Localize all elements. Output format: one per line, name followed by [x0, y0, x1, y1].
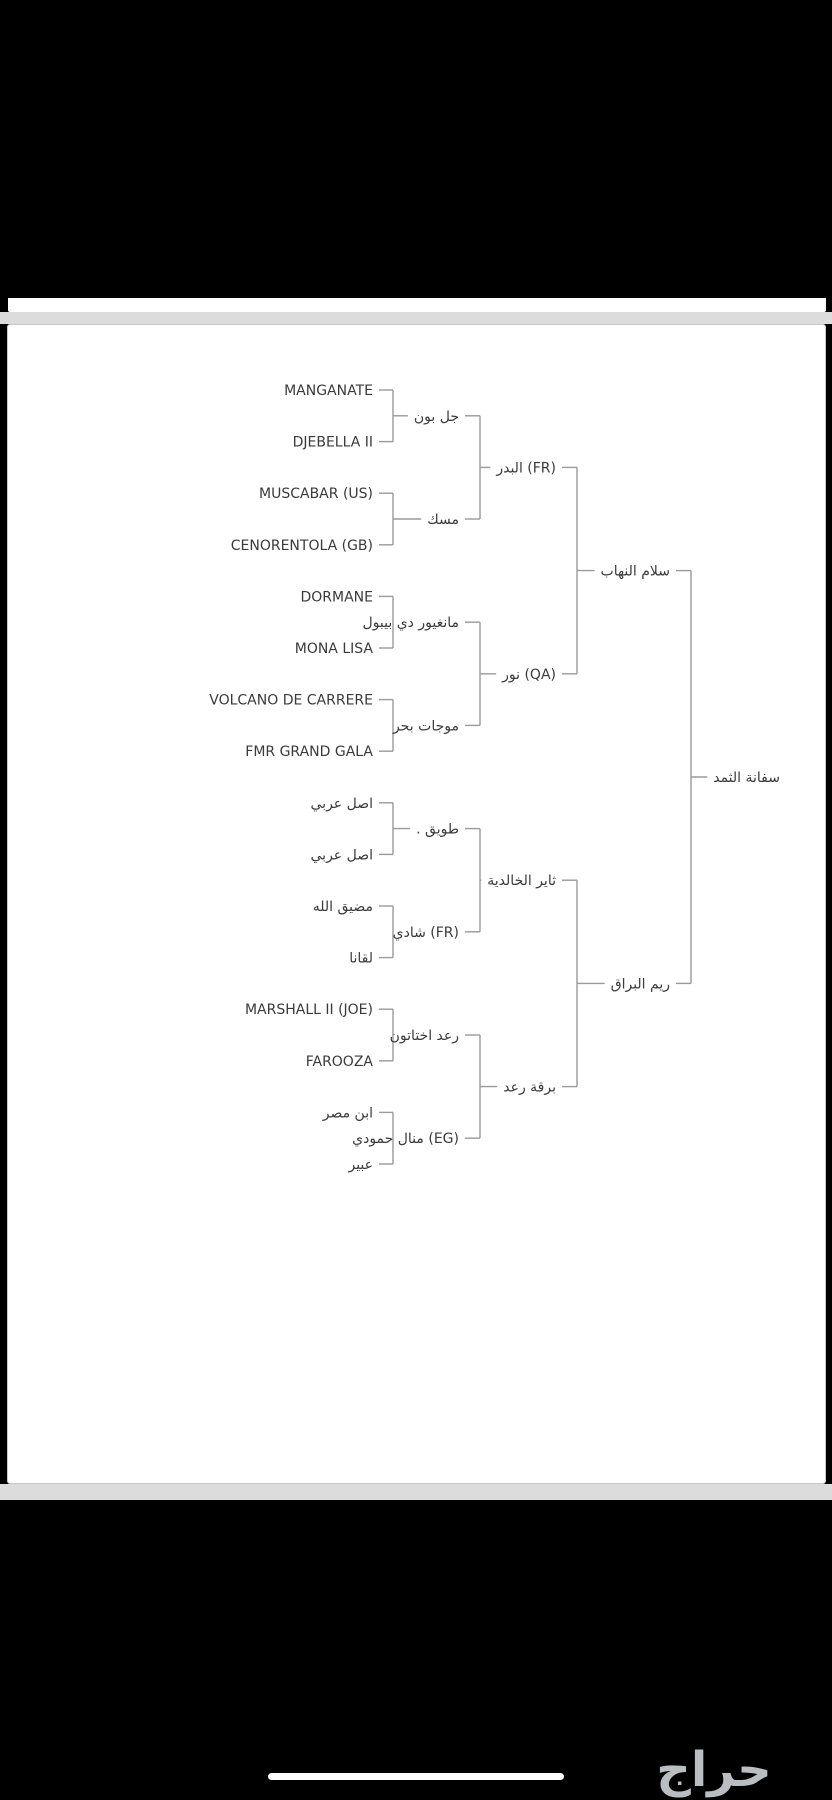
pedigree-node-dss: . طويق — [416, 822, 459, 838]
pedigree-node-sdss: DORMANE — [300, 589, 373, 605]
pedigree-node-ssd: مسك — [427, 512, 459, 528]
pedigree-node-root: سفانة الثمد — [713, 770, 780, 786]
pedigree-node-sdsd: MONA LISA — [295, 641, 374, 657]
pedigree-node-ddsd: FAROOZA — [306, 1054, 374, 1070]
pedigree-node-ddds: ابن مصر — [322, 1105, 373, 1121]
pedigree-node-ss: البدر (FR) — [495, 460, 556, 476]
pedigree-node-d: ريم البراق — [611, 976, 670, 992]
haraj-watermark-text: حراج — [656, 1742, 772, 1798]
pedigree-node-dsds: مضيق الله — [313, 899, 373, 915]
pedigree-node-ssss: MANGANATE — [284, 383, 373, 399]
pedigree-node-sssd: DJEBELLA II — [293, 435, 373, 451]
pedigree-node-sds: مانغيور دي بيبول — [363, 615, 459, 631]
pedigree-node-ddss: MARSHALL II (JOE) — [245, 1002, 373, 1018]
pedigree-node-ssdd: CENORENTOLA (GB) — [231, 538, 373, 554]
pedigree-node-sdd: موجات بحر — [392, 718, 459, 734]
pedigree-node-sd: نور (QA) — [501, 667, 556, 683]
pedigree-node-ddd: منال حمودي (EG) — [352, 1131, 459, 1147]
pedigree-node-dds: رعد اختاتون — [390, 1028, 459, 1044]
pedigree-node-dddd: عبير — [347, 1157, 373, 1173]
pedigree-node-dsss: اصل عربي — [311, 796, 373, 812]
pedigree-node-ds: ثاير الخالدية — [487, 873, 556, 889]
pedigree-node-dsdd: لقانا — [349, 951, 373, 967]
pedigree-node-dd: برقة رعد — [503, 1080, 556, 1096]
pedigree-node-sdds: VOLCANO DE CARRERE — [209, 693, 373, 709]
home-indicator — [268, 1773, 564, 1780]
pedigree-node-s: سلام النهاب — [601, 564, 670, 580]
pedigree-node-dssd: اصل عربي — [311, 847, 373, 863]
pedigree-card — [7, 324, 826, 1484]
card-separator-bottom — [0, 1484, 832, 1500]
pedigree-node-sss: جل بون — [414, 409, 459, 425]
previous-card-edge — [8, 298, 826, 312]
pedigree-node-dsd: شادي (FR) — [393, 925, 459, 941]
card-separator — [0, 312, 832, 324]
haraj-watermark-logo: حراج — [656, 1742, 772, 1798]
pedigree-node-ssds: MUSCABAR (US) — [259, 486, 373, 502]
pedigree-node-sddd: FMR GRAND GALA — [245, 744, 373, 760]
